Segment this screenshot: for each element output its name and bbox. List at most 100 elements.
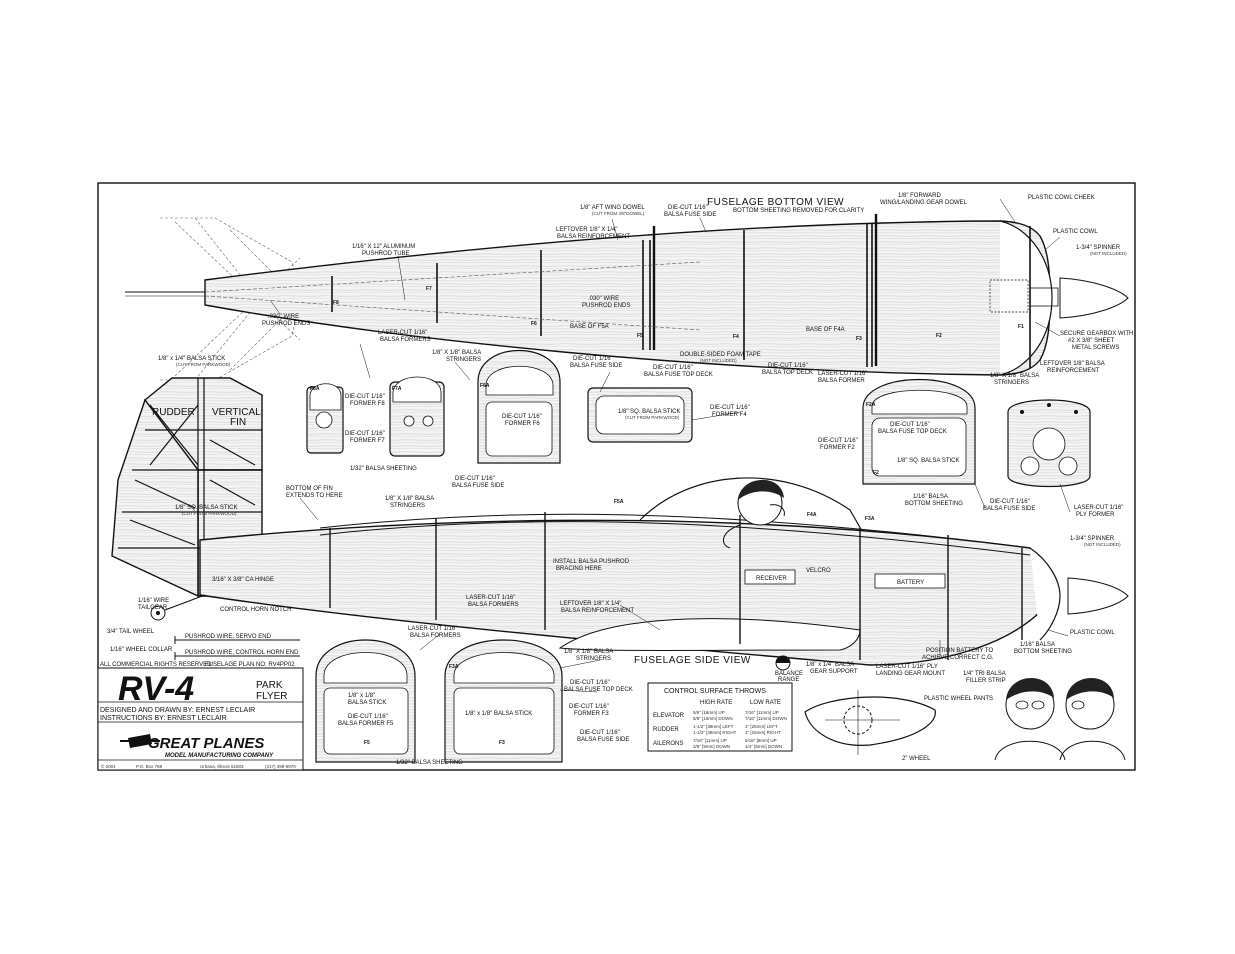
callout: BALSA FORMERS: [410, 633, 461, 639]
callout: 3/4" TAIL WHEEL: [107, 629, 155, 635]
callout: 1/8" FORWARD: [898, 193, 941, 199]
callout: (NOT INCLUDED): [1090, 251, 1127, 256]
throws-low: 1" [25mm] LEFT: [745, 724, 778, 729]
callout: BOTTOM OF FIN: [286, 486, 333, 492]
callout: DIE-CUT 1/16": [768, 363, 808, 369]
city: Urbana, Illinois 61803: [200, 764, 244, 769]
callout: BALSA FUSE SIDE: [664, 212, 716, 218]
part-label: F1: [1018, 324, 1024, 330]
pilot-heads: [994, 677, 1126, 761]
callout: BATTERY: [897, 580, 924, 586]
callout: 1/16" BALSA: [913, 494, 948, 500]
callout: (CUT FROM PARKWOOD): [625, 415, 680, 420]
callout: DIE-CUT 1/16": [573, 356, 613, 362]
callout: .030" WIRE: [588, 296, 619, 302]
brand-subtitle: MODEL MANUFACTURING COMPANY: [165, 753, 274, 759]
plan-number: FUSELAGE PLAN NO: RV4PP02: [205, 662, 295, 668]
callout: VELCRO: [806, 568, 831, 574]
pilot-figure: [722, 479, 785, 549]
bottom-view-title: FUSELAGE BOTTOM VIEW: [707, 197, 844, 208]
callout: STRINGERS: [446, 357, 481, 363]
throws-high: 7/16" [11mm] UP: [693, 738, 727, 743]
callout: LEFTOVER 1/8" X 1/4": [556, 227, 618, 233]
callout: PUSHROD ENDS: [582, 303, 630, 309]
callout: RANGE: [778, 677, 799, 683]
callout: 1/4" TRI BALSA: [963, 671, 1006, 677]
callout: (CUT FROM PARKWOOD): [182, 511, 237, 516]
throws-row-name: ELEVATOR: [653, 713, 685, 719]
callout: LASER-CUT 1/16" PLY: [876, 664, 938, 670]
callout: BALSA FUSE TOP DECK: [878, 429, 947, 435]
callout: (NOT INCLUDED): [700, 358, 737, 363]
callout: BALSA FUSE SIDE: [983, 506, 1035, 512]
throws-row-name: RUDDER: [653, 727, 679, 733]
callout: .030" WIRE: [268, 314, 299, 320]
part-label: F5A: [614, 499, 624, 505]
part-labels: F8 F7 F6 F5 F4 F3 F2 F1 F8A F7A F6A F2A …: [310, 286, 1024, 746]
title-block: ALL COMMERCIAL RIGHTS RESERVED FUSELAGE …: [97, 662, 304, 771]
callout: METAL SCREWS: [1072, 345, 1119, 351]
callout: FORMER F3: [574, 711, 609, 717]
callout: DOUBLE-SIDED FOAM TAPE: [680, 352, 761, 358]
callout: EXTENDS TO HERE: [286, 493, 342, 499]
rights-text: ALL COMMERCIAL RIGHTS RESERVED: [100, 662, 212, 668]
throws-row: RUDDER 1-1/2" [38mm] LEFT 1-1/2" [38mm] …: [653, 724, 781, 735]
callout: 1/8" X 1/8" BALSA: [564, 649, 613, 655]
callout: 1/8" X 1/8" BALSA: [990, 373, 1039, 379]
callout: 1/8" AFT WING DOWEL: [580, 205, 645, 211]
throws-low: 5/16" [8mm] UP: [745, 738, 777, 743]
throws-low: 1" [25mm] RIGHT: [745, 730, 781, 735]
callout: BALANCE: [775, 671, 803, 677]
designer-credit: DESIGNED AND DRAWN BY: ERNEST LECLAIR: [100, 707, 255, 714]
callout: 1/16" WIRE: [138, 598, 169, 604]
callout: PUSHROD WIRE, SERVO END: [185, 634, 272, 640]
part-label: F6: [531, 321, 537, 327]
callout: STRINGERS: [390, 503, 425, 509]
callout: BALSA FORMER F5: [338, 721, 394, 727]
callout: FILLER STRIP: [966, 678, 1006, 684]
throws-high: 5/8" [16mm] DOWN: [693, 716, 733, 721]
callout: LANDING GEAR MOUNT: [876, 671, 945, 677]
callout: BASE OF F4A: [806, 327, 845, 333]
callout: FORMER F8: [350, 401, 385, 407]
callout: 1-3/4" SPINNER: [1076, 245, 1121, 251]
callout: 3/16" X 3/8" CA HINGE: [212, 577, 274, 583]
callout: BALSA STICK: [348, 700, 386, 706]
annotations: 1/16" X 12" ALUMINUM PUSHROD TUBE .030" …: [107, 193, 1133, 766]
callout: PUSHROD WIRE, CONTROL HORN END: [185, 650, 299, 656]
model-sub-1: PARK: [256, 680, 283, 691]
callout: LASER-CUT 1/16": [818, 371, 867, 377]
callout: DIE-CUT 1/16": [345, 394, 385, 400]
callout: REINFORCEMENT: [1047, 368, 1100, 374]
callout: PUSHROD ENDS: [262, 321, 310, 327]
callout: PLY FORMER: [1076, 512, 1115, 518]
throws-row-name: AILERONS: [653, 741, 683, 747]
callout: BALSA FUSE TOP DECK: [564, 687, 633, 693]
brand-name: GREAT PLANES: [148, 735, 264, 752]
callout: DIE-CUT 1/16": [569, 704, 609, 710]
callout: 1/8" x 1/8": [348, 693, 375, 699]
part-label: F8A: [310, 386, 320, 392]
callout: 1/8" SQ. BALSA STICK: [618, 409, 681, 415]
callout: 2" WHEEL: [902, 756, 931, 762]
callout: DIE-CUT 1/16": [890, 422, 930, 428]
throws-col-high: HIGH RATE: [700, 700, 732, 706]
spinner-side: [1067, 577, 1129, 615]
throws-high: 5/8" [16mm] UP: [693, 710, 725, 715]
callout: DIE-CUT 1/16": [345, 431, 385, 437]
part-label: F3: [856, 336, 862, 342]
part-label: F7: [426, 286, 432, 292]
callout: 1-3/4" SPINNER: [1070, 536, 1115, 542]
phone: (217) 398-8970: [265, 764, 296, 769]
callout: PLASTIC COWL: [1070, 630, 1115, 636]
callout: BALSA FORMER: [818, 378, 865, 384]
callout: LASER-CUT 1/16": [408, 626, 457, 632]
callout: 1/8" X 1/8" BALSA: [432, 350, 481, 356]
rudder-label: RUDDER: [152, 407, 195, 418]
part-label: F6A: [480, 383, 490, 389]
callout: RECEIVER: [756, 576, 787, 582]
part-label: F5: [364, 740, 370, 746]
callout: DIE-CUT 1/16": [455, 476, 495, 482]
former-details: [306, 350, 1091, 488]
